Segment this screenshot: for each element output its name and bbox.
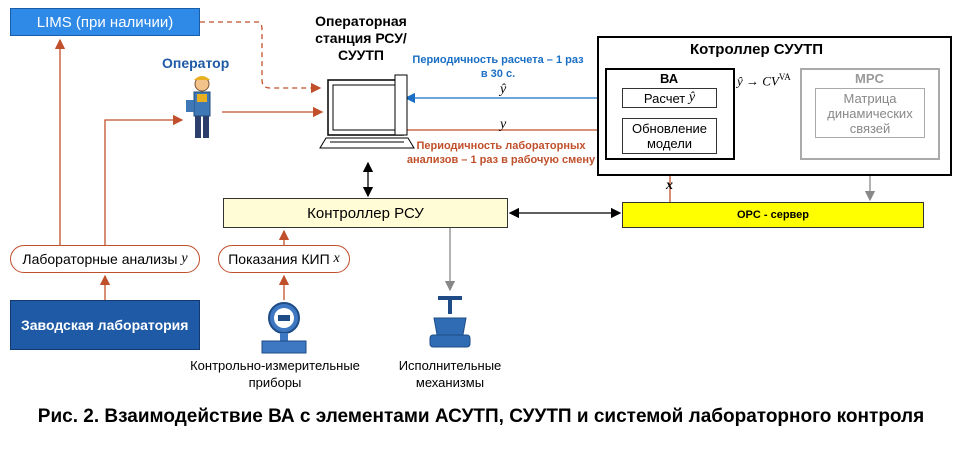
valve-icon: [429, 296, 471, 348]
lims-box: LIMS (при наличии): [10, 8, 200, 36]
kip-var: x: [333, 251, 340, 266]
calc-label: Расчет: [643, 90, 686, 106]
kip-box: Показания КИП x: [218, 245, 350, 273]
calc-yhat: ŷ: [688, 90, 696, 105]
calc-box: Расчет ŷ: [622, 88, 717, 108]
lab-to-operator-arrow: [104, 114, 184, 245]
y-label: y: [500, 117, 507, 132]
x-label: x: [666, 178, 673, 193]
operator-label: Оператор: [162, 55, 230, 71]
workstation-icon: [319, 74, 415, 149]
instruments-label: Контрольно-измерительные приборы: [190, 358, 360, 390]
cv-mapping-text: ŷ → CV: [737, 73, 779, 89]
rsu-controller-label: Контроллер РСУ: [307, 204, 424, 222]
model-update-box: Обновление модели: [622, 118, 717, 154]
opc-server-label: OPC - сервер: [736, 209, 810, 221]
period-lab-label: Периодичность лабораторных анализов – 1 …: [406, 140, 596, 166]
yhat-label: ŷ: [500, 82, 507, 97]
figure-caption: Рис. 2. Взаимодействие ВА с элементами А…: [37, 406, 925, 427]
station-label: Операторная станция РСУ/СУУТП: [315, 13, 407, 63]
zavod-label: Заводская лаборатория: [21, 317, 189, 333]
lims-to-station-arrow: [200, 21, 322, 94]
opc-server-box: OPC - сервер: [622, 202, 924, 228]
zavod-lab-box: Заводская лаборатория: [10, 300, 200, 350]
operator-icon: [186, 76, 211, 138]
cv-mapping-sup: VA: [778, 72, 791, 82]
lims-label: LIMS (при наличии): [36, 13, 174, 31]
lab-analyses-box: Лабораторные анализы y: [10, 245, 200, 273]
cv-mapping-label: ŷ → CVVA: [737, 72, 791, 89]
period-calc-label: Периодичность расчета – 1 раз в 30 с.: [412, 54, 584, 80]
lab-analyses-var: y: [181, 251, 188, 266]
va-title: ВА: [660, 71, 679, 86]
suutp-title: Котроллер СУУТП: [690, 41, 824, 58]
kip-label: Показания КИП: [228, 251, 330, 267]
mpc-title: MPC: [855, 71, 884, 86]
matrix-label: Матрица динамических связей: [827, 90, 913, 136]
model-update-label: Обновление модели: [631, 121, 708, 151]
instrument-icon: [261, 302, 307, 354]
actuators-label: Исполнительные механизмы: [398, 358, 502, 390]
rsu-controller-box: Контроллер РСУ: [223, 198, 508, 228]
lab-analyses-label: Лабораторные анализы: [22, 251, 178, 267]
matrix-box: Матрица динамических связей: [815, 88, 925, 138]
